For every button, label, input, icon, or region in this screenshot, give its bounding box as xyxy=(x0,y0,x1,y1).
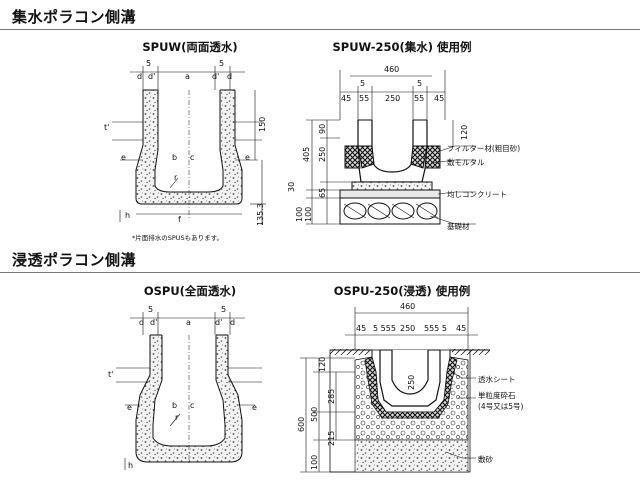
dim-label: e xyxy=(127,403,132,412)
dim-label: f xyxy=(178,215,181,224)
dim-label: 5 xyxy=(146,59,151,68)
dim-label: d xyxy=(139,318,144,327)
dim-label: d xyxy=(227,72,232,81)
section-title-collect: 集水ポラコン側溝 xyxy=(12,8,137,26)
dim-label: 100 xyxy=(310,455,319,470)
callout-base-course: 基礎材 xyxy=(447,221,470,231)
dim-label: 250 xyxy=(400,324,415,333)
callout-permeable-sheet: 透水シート xyxy=(478,374,516,384)
drawing-title-ospu: OSPU(全面透水) xyxy=(143,284,237,298)
dim-label: 55 xyxy=(359,94,369,103)
spuw-labels: 5 5 d d' a d' d t' 150 e e b c r h f 135… xyxy=(104,59,267,242)
dim-label: e xyxy=(252,403,257,412)
dim-label: 460 xyxy=(400,302,415,311)
dim-label: r xyxy=(174,173,178,182)
callout-filter: フィルター材(粗目砂) xyxy=(447,143,520,153)
dim-label: c xyxy=(190,153,194,162)
dim-label: 600 xyxy=(297,417,306,432)
dim-label: e xyxy=(245,153,250,162)
section-divider xyxy=(0,272,640,273)
dim-label: 250 xyxy=(407,375,416,390)
dim-label: t' xyxy=(104,123,109,132)
dim-label: 555 5 xyxy=(424,324,447,333)
dim-label: 405 xyxy=(302,147,311,162)
dim-label: 150 xyxy=(258,117,267,132)
dim-label: d' xyxy=(150,318,157,327)
dim-label: d xyxy=(230,318,235,327)
dim-label: 55 xyxy=(414,94,424,103)
dim-label: 250 xyxy=(318,147,327,162)
dim-label: 135.3 xyxy=(256,203,265,226)
dim-label: 120 xyxy=(318,357,327,372)
section-divider xyxy=(0,29,640,30)
ospu-250-labels: 460 45 5 555 250 555 5 45 120 285 250 50… xyxy=(297,302,523,470)
dim-label: h xyxy=(125,211,130,220)
dim-label: 65 xyxy=(318,188,327,198)
section-title-infiltrate: 浸透ポラコン側溝 xyxy=(12,251,137,269)
dim-label: 5 xyxy=(148,305,153,314)
dim-label: 120 xyxy=(460,125,469,140)
callout-crushed-stone: 単粒度砕石 xyxy=(478,390,516,400)
dim-label: r xyxy=(175,413,179,422)
dim-label: 5 xyxy=(221,305,226,314)
dim-label: 100 xyxy=(295,207,304,222)
dim-label: 250 xyxy=(385,94,400,103)
ospu-cross-section xyxy=(116,312,262,470)
dim-label: 5 xyxy=(360,79,365,88)
dim-label: 500 xyxy=(310,407,319,422)
ospu-labels: 5 5 d d' a d' d t' e e b c r h xyxy=(108,305,257,470)
drawing-title-spuw-250: SPUW-250(集水) 使用例 xyxy=(332,40,472,54)
dim-label: 90 xyxy=(318,124,327,134)
drawing-note: *片面排水のSPUSもあります。 xyxy=(132,233,223,242)
callout-crushed-stone-size: (4号又は5号) xyxy=(478,402,523,411)
dim-label: d xyxy=(137,72,142,81)
dim-label: 45 xyxy=(356,324,366,333)
dim-label: b xyxy=(172,153,177,162)
spuw-250-installation xyxy=(306,70,476,225)
dim-label: 460 xyxy=(384,65,399,74)
dim-label: a xyxy=(186,318,191,327)
dim-label: d' xyxy=(212,72,219,81)
drawing-title-ospu-250: OSPU-250(浸透) 使用例 xyxy=(333,284,471,298)
dim-label: 45 xyxy=(341,94,351,103)
callout-leveling-concrete: 均しコンクリート xyxy=(447,189,507,199)
dim-label: e xyxy=(121,153,126,162)
dim-label: c xyxy=(190,401,194,410)
dim-label: 215 xyxy=(327,431,336,446)
spuw-250-labels: 460 5 5 55 250 55 45 45 90 120 405 250 3… xyxy=(287,65,520,231)
dim-label: d' xyxy=(215,318,222,327)
dim-label: 100 xyxy=(304,207,313,222)
dim-label: 5 555 xyxy=(373,324,396,333)
dim-label: 30 xyxy=(287,182,296,192)
dim-label: a xyxy=(185,72,190,81)
dim-label: 45 xyxy=(456,324,466,333)
callout-bed-sand: 敷砂 xyxy=(478,454,493,464)
drawing-title-spuw: SPUW(両面透水) xyxy=(142,40,238,54)
spuw-cross-section xyxy=(112,66,266,225)
dim-label: 285 xyxy=(327,389,336,404)
callout-mortar: 敷モルタル xyxy=(447,157,485,167)
dim-label: d' xyxy=(148,72,155,81)
ospu-250-installation xyxy=(300,307,490,473)
dim-label: 5 xyxy=(219,59,224,68)
dim-label: t' xyxy=(108,370,113,379)
dim-label: 5 xyxy=(417,79,422,88)
dim-label: b xyxy=(172,401,177,410)
dim-label: h xyxy=(128,461,133,470)
dim-label: 45 xyxy=(434,94,444,103)
